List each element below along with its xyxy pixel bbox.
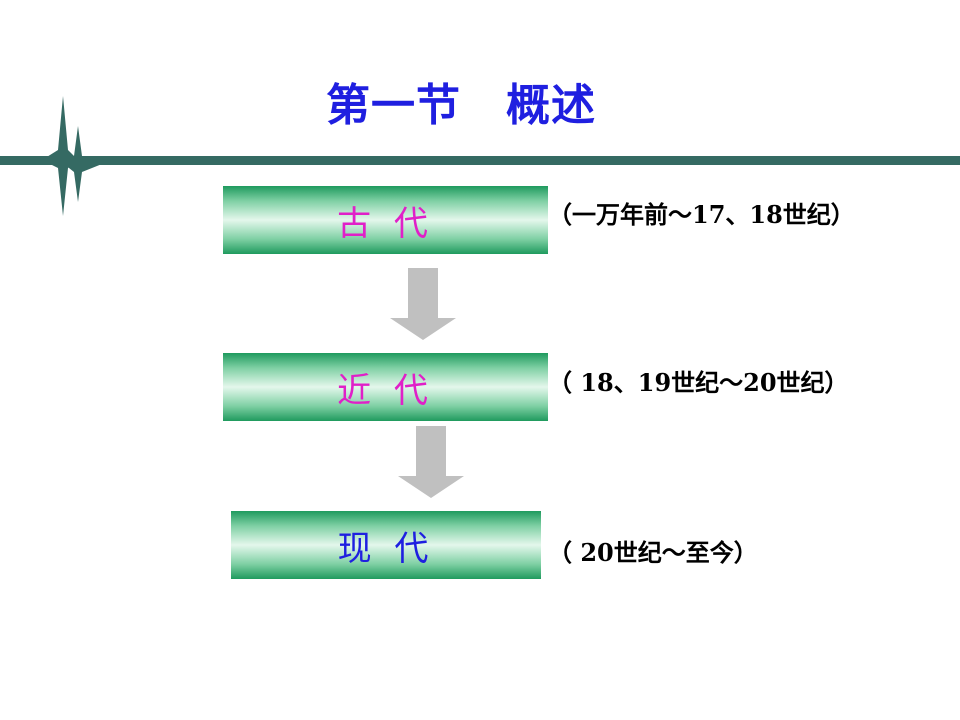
stage-period-contemporary: （ 20世纪～至今） — [548, 538, 758, 567]
header-rule — [0, 156, 960, 165]
stage-box-modern: 近 代 — [223, 353, 548, 421]
down-arrow-icon — [390, 268, 456, 340]
stage-period-modern: （ 18、19世纪～20世纪） — [548, 368, 849, 397]
stage-box-contemporary: 现 代 — [231, 511, 541, 579]
four-point-star-icon — [42, 96, 102, 216]
stage-box-ancient: 古 代 — [223, 186, 548, 254]
page-title: 第一节 概述 — [326, 80, 596, 131]
down-arrow-icon — [398, 426, 464, 498]
stage-period-ancient: （一万年前～17、18世纪） — [548, 200, 855, 229]
